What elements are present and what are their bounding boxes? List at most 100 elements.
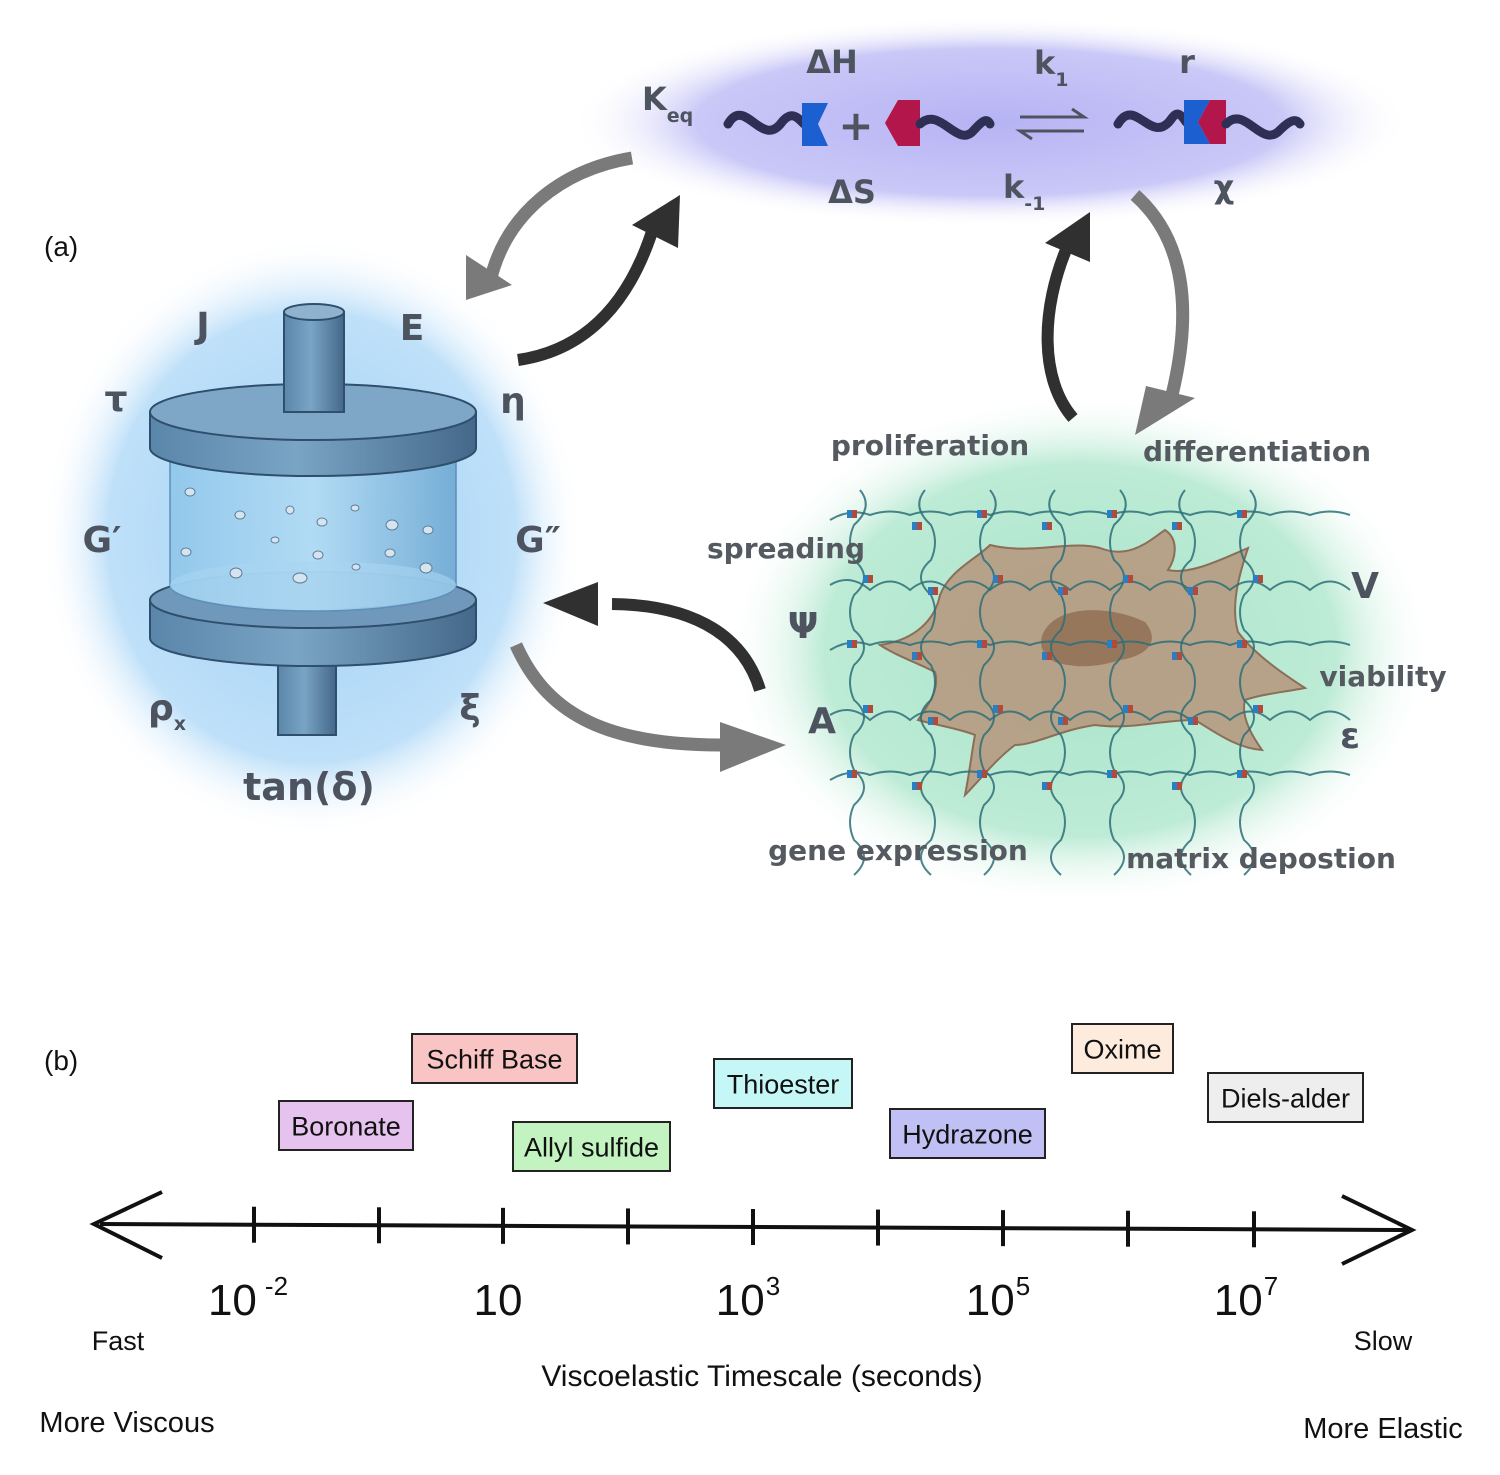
encapsulated-cells: [180, 487, 434, 584]
hydrogel-base: [170, 561, 456, 609]
bound-receptor: [1184, 100, 1210, 144]
crosslink: [1172, 782, 1182, 790]
crosslink: [1188, 717, 1198, 725]
polymer-strand-left: [723, 110, 809, 135]
loss-tangent-label: tan(δ): [243, 765, 375, 809]
reverse-arrow: [1015, 129, 1084, 141]
tick-label: 103: [716, 1271, 780, 1325]
chemistry-box: [889, 1108, 1046, 1159]
tick-label: 10-2: [208, 1271, 288, 1325]
arrow-rheology-to-cell: [510, 642, 721, 752]
rheometer: [149, 303, 477, 736]
chemistry-hydrazone: Hydrazone: [889, 1108, 1046, 1159]
gene-expression-label: gene expression: [768, 834, 1028, 867]
network-strand-vertical: [1178, 489, 1196, 876]
crosslink: [993, 705, 1003, 713]
chemistry-box: [512, 1121, 671, 1172]
more-elastic-label: More Elastic: [1303, 1413, 1463, 1445]
crosslink: [912, 782, 922, 790]
crosslink: [1237, 510, 1247, 518]
crosslink: [1107, 770, 1117, 778]
modulus-label: E: [400, 308, 425, 349]
network-strand-vertical: [1048, 489, 1066, 876]
crosslink: [863, 575, 873, 583]
chemistry-oxime: Oxime: [1071, 1023, 1174, 1074]
axis-tick-labels: 10-2 10 103 105 107: [208, 1271, 1278, 1325]
chemistry-box: [1071, 1023, 1174, 1074]
more-viscous-label: More Viscous: [39, 1407, 214, 1439]
axis-ticks: [252, 1206, 1256, 1248]
strain-label: ε: [1340, 716, 1360, 757]
network-strand-vertical: [979, 489, 997, 876]
chemistry-thioester: Thioester: [713, 1058, 853, 1109]
keq-label: Keq: [642, 80, 693, 127]
chemistry-label: Hydrazone: [902, 1120, 1033, 1150]
crosslink: [1107, 640, 1117, 648]
upper-shaft-top: [283, 303, 345, 321]
crosslink: [1042, 782, 1052, 790]
crosslink: [847, 640, 857, 648]
area-label: A: [808, 701, 836, 742]
crosslink: [1042, 522, 1052, 530]
chemistry-label: Oxime: [1083, 1035, 1161, 1065]
bound-strand-right: [1221, 114, 1305, 140]
network-strand-vertical: [849, 489, 867, 876]
bound-strand-left: [1113, 109, 1191, 132]
viability-label: viability: [1319, 660, 1446, 693]
loss-modulus-label: G″: [515, 520, 561, 561]
plus-sign: +: [838, 101, 873, 150]
network-strand-horizontal: [829, 770, 1351, 781]
k1-label: k1: [1034, 44, 1069, 91]
crosslink: [1058, 717, 1068, 725]
chemistry-box: [1207, 1072, 1364, 1123]
crosslink: [1172, 652, 1182, 660]
arrow-kinetics-to-cell-head: [1135, 386, 1195, 435]
crosslink: [912, 522, 922, 530]
arrow-cell-to-kinetics-head: [1045, 212, 1090, 262]
crosslink: [1237, 640, 1247, 648]
forward-arrow: [1020, 107, 1089, 119]
chemistry-label: Thioester: [727, 1070, 840, 1100]
k-minus1-label: k-1: [1003, 168, 1045, 215]
entropy-label: ΔS: [828, 173, 876, 211]
receptor-block-left: [802, 103, 828, 146]
arrow-kinetics-to-cell: [1130, 190, 1190, 397]
chemistry-box: [713, 1058, 853, 1109]
compliance-label: J: [193, 306, 209, 347]
axis-right-arrowhead: [1341, 1194, 1417, 1266]
timescale-axis: 10-2 10 103 105 107: [89, 1190, 1417, 1325]
crosslink: [1042, 652, 1052, 660]
chemistry-box: [278, 1100, 414, 1151]
feedback-arrows: [466, 151, 1195, 772]
tick-label: 105: [966, 1271, 1030, 1325]
crosslink-density-label: ρx: [148, 688, 186, 735]
chemistry-label: Boronate: [291, 1112, 401, 1142]
fast-label: Fast: [92, 1326, 145, 1356]
crosslink: [993, 575, 1003, 583]
arrow-cell-to-rheology: [611, 598, 766, 692]
chemistry-allyl-sulfide: Allyl sulfide: [512, 1121, 671, 1172]
arrow-rheology-to-cell-head: [720, 722, 786, 772]
crosslink: [912, 652, 922, 660]
chemistry-label: Allyl sulfide: [524, 1133, 659, 1163]
chemistry-diels-alder: Diels-alder: [1207, 1072, 1364, 1123]
crosslink: [928, 587, 938, 595]
kinetics-reaction: +: [723, 100, 1305, 150]
network-strand-horizontal: [829, 579, 1351, 592]
proliferation-label: proliferation: [831, 429, 1029, 462]
crosslink: [1058, 587, 1068, 595]
network-strand-horizontal: [829, 510, 1351, 521]
network-strand-horizontal: [829, 640, 1351, 651]
crosslink: [1172, 522, 1182, 530]
crosslink: [977, 640, 987, 648]
arrow-cell-to-rheology-head: [543, 582, 598, 626]
ligand-block-left: [885, 100, 920, 146]
volume-label: V: [1351, 566, 1379, 607]
tick-label: 10: [474, 1276, 523, 1325]
bound-ligand: [1198, 100, 1226, 144]
slow-label: Slow: [1354, 1326, 1413, 1356]
chemistry-boronate: Boronate: [278, 1100, 414, 1151]
tick-label: 107: [1214, 1271, 1278, 1325]
crosslink: [1253, 705, 1263, 713]
